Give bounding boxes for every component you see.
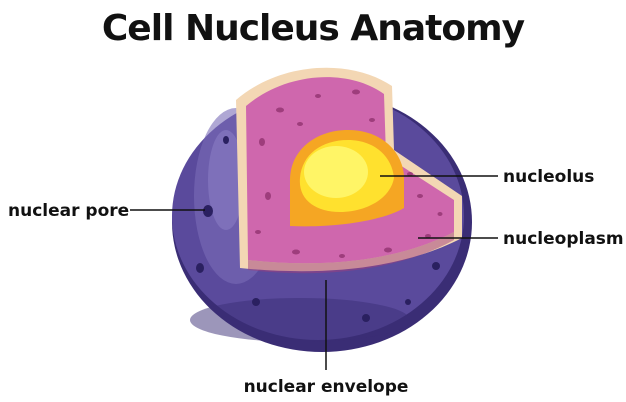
nuclear-pore (223, 136, 229, 144)
nuclear-pore (196, 263, 204, 273)
label-nuclear-envelope: nuclear envelope (244, 377, 409, 397)
label-nuclear-pore: nuclear pore (8, 201, 129, 221)
nuclear-pore (252, 298, 260, 306)
nuclear-pore (405, 299, 411, 305)
nuclear-pore (432, 262, 440, 270)
nucleolus (290, 130, 404, 227)
label-nucleoplasm: nucleoplasm (503, 229, 624, 249)
nuclear-pores (196, 136, 440, 322)
nuclear-pore (362, 314, 370, 322)
nuclear-pore (203, 205, 213, 217)
nucleoplasm-spots (255, 89, 443, 258)
label-nucleolus: nucleolus (503, 167, 594, 187)
diagram-title: Cell Nucleus Anatomy (101, 8, 525, 49)
